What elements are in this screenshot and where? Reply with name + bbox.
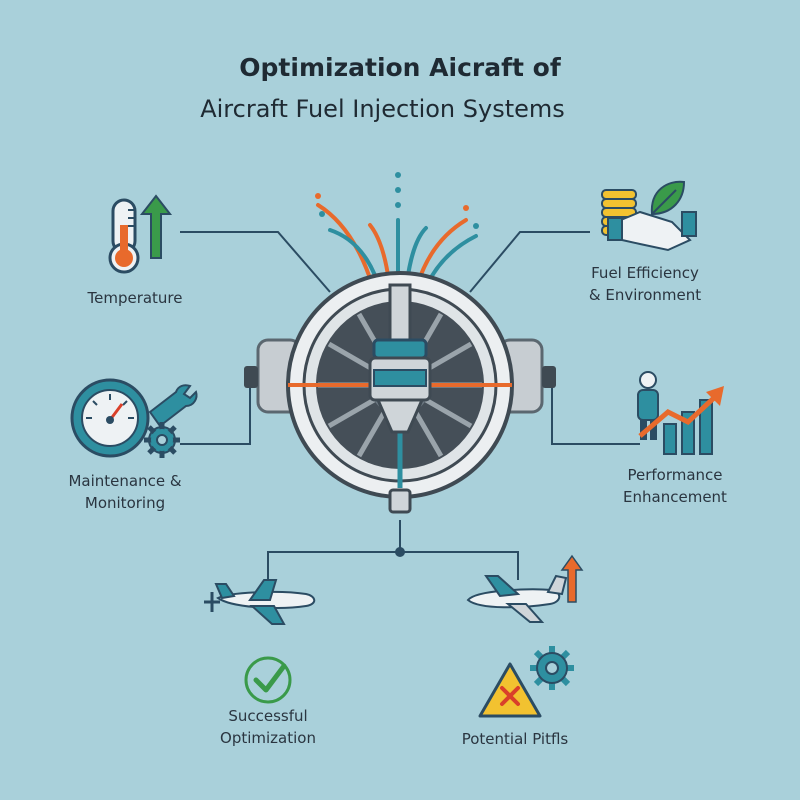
label-maintenance-line2: Monitoring bbox=[84, 494, 166, 512]
label-successful-line1: Successful bbox=[228, 707, 308, 725]
handshake-icon bbox=[607, 210, 697, 252]
up-arrow-icon bbox=[139, 194, 173, 259]
label-performance: Performance Enhancement bbox=[605, 464, 745, 508]
label-maintenance: Maintenance & Monitoring bbox=[55, 470, 195, 514]
airplane-icon bbox=[204, 579, 316, 625]
thermometer-icon bbox=[108, 198, 140, 274]
label-successful-line2: Optimization bbox=[220, 729, 316, 747]
title-line-2: Aircraft Fuel Injection Systems bbox=[200, 95, 565, 123]
up-arrow-icon bbox=[560, 554, 584, 603]
warning-icon bbox=[478, 662, 542, 718]
label-temperature-text: Temperature bbox=[87, 289, 183, 307]
label-performance-line1: Performance bbox=[627, 466, 723, 484]
label-pitfalls-text: Potential Pitfls bbox=[461, 730, 569, 748]
label-fuel-efficiency-line1: Fuel Efficiency bbox=[591, 264, 699, 282]
title-line-1: Optimization Aicraft of bbox=[239, 53, 561, 82]
label-fuel-efficiency: Fuel Efficiency & Environment bbox=[570, 262, 720, 306]
wrench-icon bbox=[148, 384, 198, 428]
junction-dot bbox=[395, 547, 405, 557]
label-temperature: Temperature bbox=[70, 287, 200, 309]
label-successful: Successful Optimization bbox=[198, 705, 338, 749]
label-performance-line2: Enhancement bbox=[623, 488, 727, 506]
fuel-injector-icon bbox=[244, 271, 556, 514]
check-icon bbox=[244, 656, 292, 704]
airplane-icon bbox=[466, 574, 568, 623]
label-pitfalls: Potential Pitfls bbox=[440, 728, 590, 750]
trend-arrow-icon bbox=[638, 386, 724, 438]
gear-icon bbox=[530, 646, 574, 690]
spray-dots bbox=[315, 172, 479, 229]
gear-icon bbox=[144, 422, 180, 458]
leaf-icon bbox=[650, 180, 686, 216]
label-maintenance-line1: Maintenance & bbox=[68, 472, 182, 490]
gauge-icon bbox=[70, 378, 150, 458]
label-fuel-efficiency-line2: & Environment bbox=[588, 286, 702, 304]
